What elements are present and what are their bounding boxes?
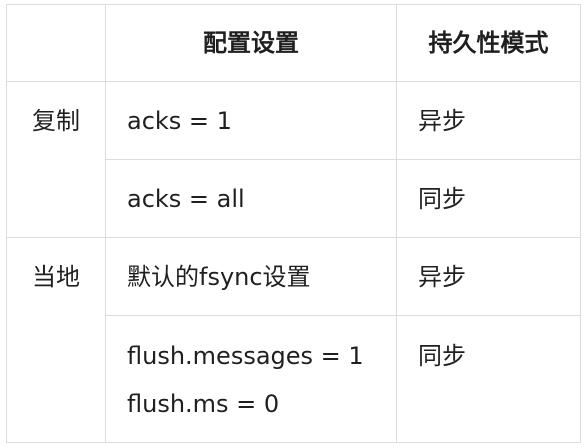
config-line: flush.messages = 1	[127, 342, 364, 370]
mode-cell: 异步	[396, 81, 581, 160]
category-cell: 复制	[6, 81, 106, 238]
config-line: flush.ms = 0	[127, 390, 280, 418]
config-cell: acks = all	[105, 159, 397, 238]
mode-cell: 异步	[396, 237, 581, 316]
header-category	[6, 4, 106, 82]
durability-table: 配置设置 持久性模式 复制 acks = 1 异步 acks = all 同步 …	[6, 4, 581, 443]
mode-cell: 同步	[396, 315, 581, 443]
table-row: 复制 acks = 1 异步	[6, 81, 581, 238]
category-cell: 当地	[6, 237, 106, 443]
mode-cell: 同步	[396, 159, 581, 238]
table-row: acks = all 同步	[7, 159, 581, 238]
header-mode: 持久性模式	[396, 4, 581, 82]
config-cell: flush.messages = 1 flush.ms = 0	[105, 315, 397, 443]
config-cell: 默认的fsync设置	[105, 237, 397, 316]
table-row: 当地 默认的fsync设置 异步	[6, 237, 581, 443]
table-header-row: 配置设置 持久性模式	[6, 4, 581, 82]
config-cell: acks = 1	[105, 81, 397, 160]
table-row: flush.messages = 1 flush.ms = 0 同步	[7, 315, 581, 443]
header-config: 配置设置	[105, 4, 397, 82]
